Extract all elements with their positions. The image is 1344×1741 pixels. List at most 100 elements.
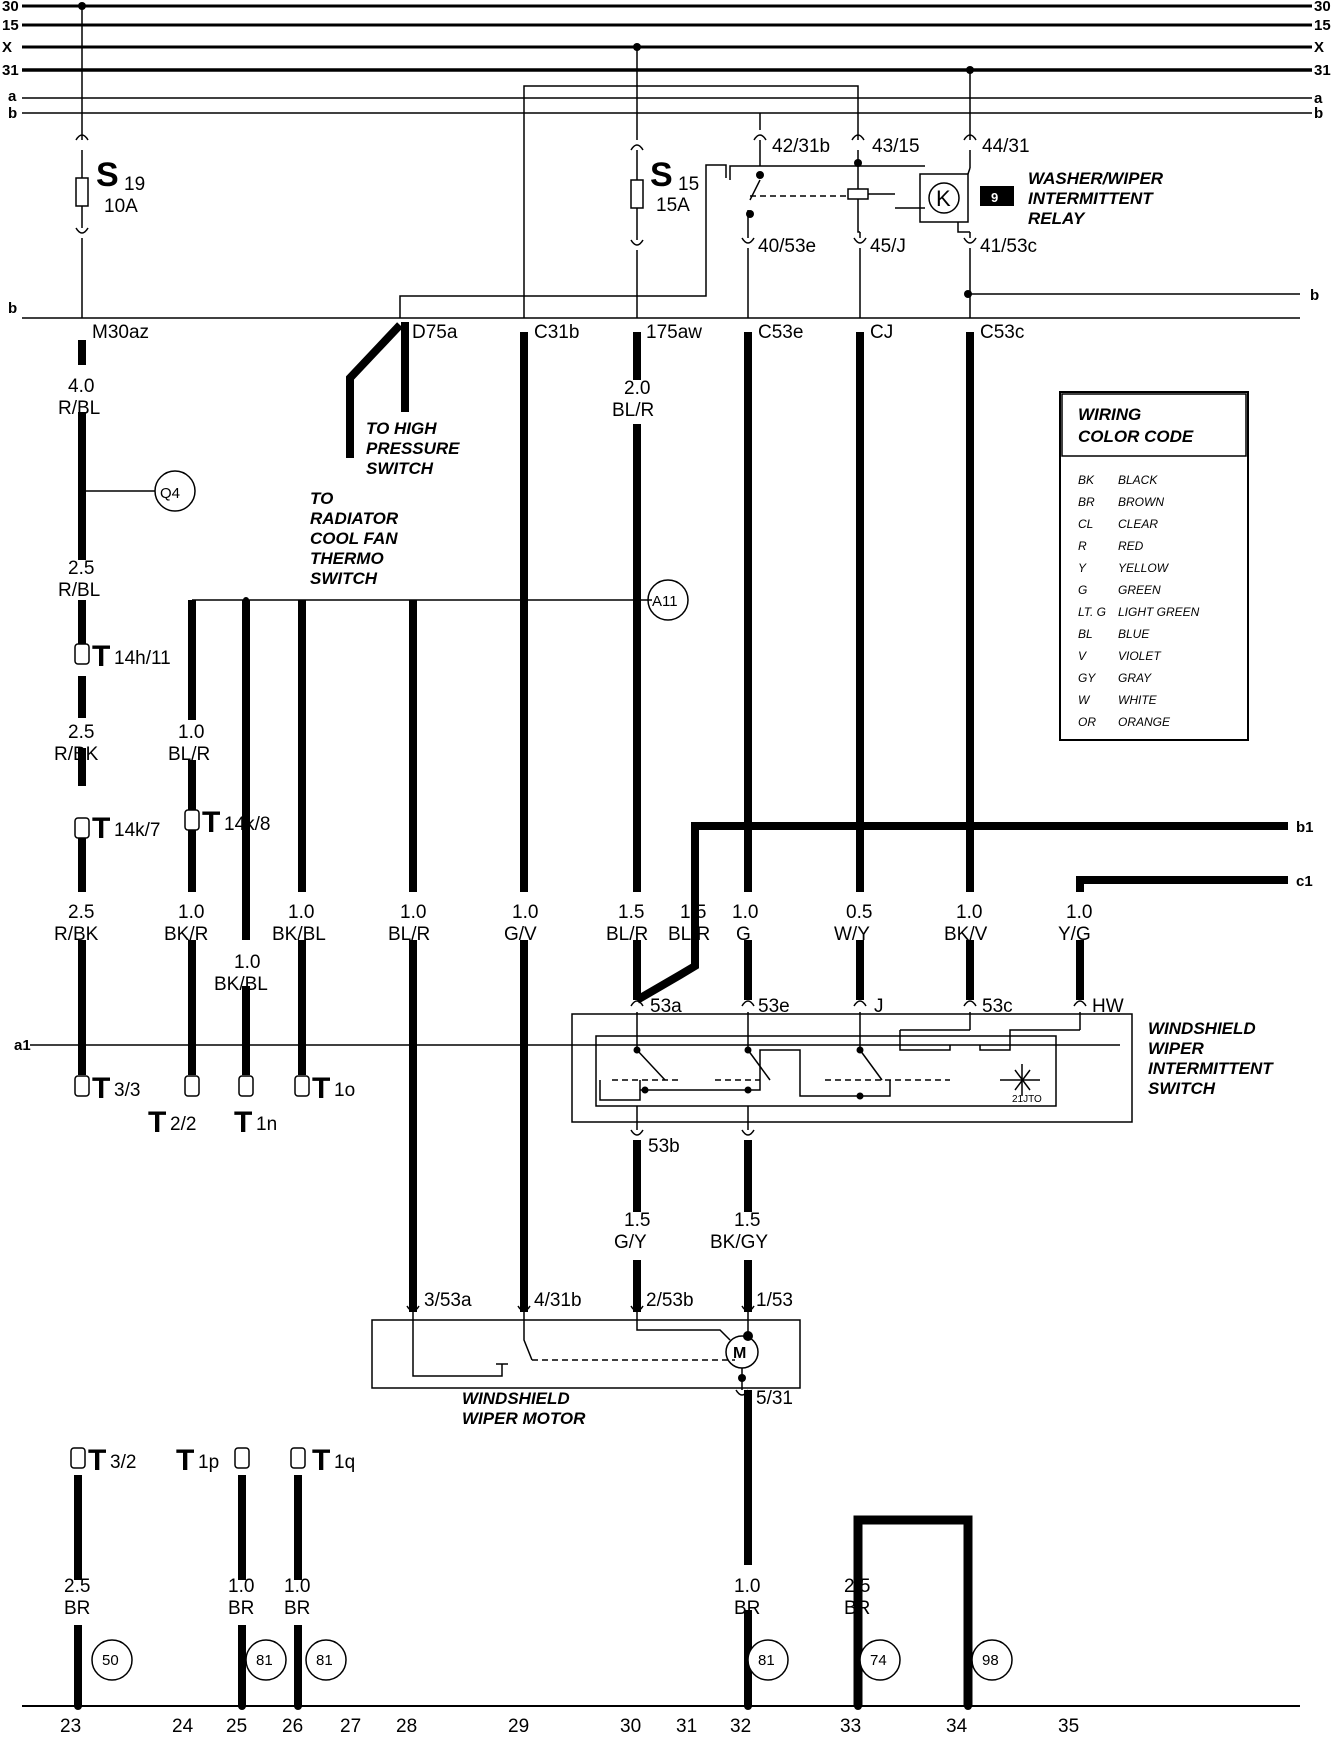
grid-number: 31 — [676, 1716, 697, 1736]
fuse-s19-num: 19 — [124, 174, 145, 195]
motor-pin-4-31b: 4/31b — [534, 1290, 582, 1311]
wire-label-color: G — [736, 924, 751, 945]
switch-code: 21JTO — [1012, 1094, 1042, 1105]
connector-sub: 14k/8 — [224, 814, 270, 835]
connector-sub: 3/3 — [114, 1080, 140, 1101]
fuse-s15 — [630, 47, 644, 318]
relay-title-2: INTERMITTENT — [1028, 189, 1154, 208]
connector-sub: 1q — [334, 1452, 355, 1473]
connector-letter: T — [148, 1106, 166, 1139]
connector-letter: T — [202, 806, 220, 839]
bus-label-b: b — [8, 105, 17, 122]
bus-label-30: 30 — [2, 0, 19, 15]
grid-number: 25 — [226, 1716, 247, 1736]
ground-circles — [91, 1639, 1013, 1681]
connector-letter: T — [176, 1444, 194, 1477]
wire-label-size: 1.0 — [400, 902, 426, 923]
wire-label-color: R/BK — [54, 744, 99, 765]
bus-lines — [22, 4, 1312, 319]
connector-sub: 1n — [256, 1114, 277, 1135]
relay-number-box — [980, 186, 1014, 206]
wire-label-size: 2.5 — [844, 1576, 870, 1597]
legend-code: LT. G — [1078, 605, 1106, 619]
wire-label-color: G/V — [504, 924, 537, 945]
wire-label-color: R/BL — [58, 398, 100, 419]
relay-pin-41-53c: 41/53c — [980, 236, 1037, 257]
grid-number: 29 — [508, 1716, 529, 1736]
connection-labels: M30az D75a C31b 175aw C53e CJ C53c — [92, 322, 1024, 343]
bus-label-x: X — [2, 39, 12, 56]
bus-label-a-right: a — [1314, 90, 1323, 107]
wire-label-color: BR — [844, 1598, 870, 1619]
grid-number: 24 — [172, 1716, 194, 1736]
relay-pin-43-15: 43/15 — [872, 136, 920, 157]
wire-label-size: 2.5 — [64, 1576, 90, 1597]
bus-label-a1: a1 — [14, 1037, 31, 1054]
legend-code: R — [1078, 539, 1087, 553]
ground-ref: 50 — [102, 1652, 119, 1669]
connector-sub: 1o — [334, 1080, 355, 1101]
bus-label-a: a — [8, 88, 17, 105]
legend-name: BLACK — [1118, 473, 1158, 487]
wire-labels: 4.0 R/BL 2.5 R/BL 2.5 R/BK 1.0 BL/R 2.5 … — [54, 376, 1092, 1619]
grid-number: 27 — [340, 1716, 361, 1736]
connector-letter: T — [92, 812, 110, 845]
conn-d75a: D75a — [412, 322, 458, 343]
wire-label-size: 1.0 — [512, 902, 538, 923]
legend-name: ORANGE — [1118, 715, 1171, 729]
switch-pin-hw: HW — [1092, 996, 1124, 1017]
conn-cj: CJ — [870, 322, 893, 343]
bus-labels: 30 15 X 31 a b 30 15 X 31 a b b b — [2, 0, 1331, 317]
switch-title-1: WINDSHIELD — [1148, 1019, 1256, 1038]
switch-b-lines — [633, 1140, 752, 1150]
ground-ref: 74 — [870, 1652, 887, 1669]
legend-name: LIGHT GREEN — [1118, 605, 1200, 619]
wire-label-color: BL/R — [612, 400, 654, 421]
motor-pin-2-53b: 2/53b — [646, 1290, 694, 1311]
fuse-s15-letter: S — [650, 156, 673, 194]
legend-name: VIOLET — [1118, 649, 1162, 663]
legend-name: CLEAR — [1118, 517, 1158, 531]
grid-number: 26 — [282, 1716, 303, 1736]
motor-m-symbol: M — [733, 1345, 746, 1362]
fuse-s15-num: 15 — [678, 174, 699, 195]
wire-label-color: BR — [284, 1598, 310, 1619]
connector-sub: 14h/11 — [114, 648, 171, 669]
legend-code: BK — [1078, 473, 1095, 487]
wire-label-size: 2.5 — [68, 902, 94, 923]
ref-lines — [82, 470, 689, 621]
connector-sub: 1p — [198, 1452, 219, 1473]
relay-wiring — [399, 70, 1300, 318]
legend-name: GREEN — [1118, 583, 1161, 597]
wire-label-color: BR — [228, 1598, 254, 1619]
wire-label-size: 2.0 — [624, 378, 650, 399]
legend-code: G — [1078, 583, 1087, 597]
wire-label-size: 4.0 — [68, 376, 94, 397]
relay-number: 9 — [991, 190, 998, 205]
legend-code: BR — [1078, 495, 1095, 509]
wire-label-color: R/BL — [58, 580, 100, 601]
switch-dots — [633, 1046, 864, 1100]
wire-label-color: BR — [734, 1598, 760, 1619]
fuse-s15-rating: 15A — [656, 195, 690, 216]
grid-numbers: 23 24 25 26 27 28 29 30 31 32 33 34 35 — [60, 1716, 1079, 1737]
legend-code: GY — [1078, 671, 1096, 685]
legend-name: YELLOW — [1118, 561, 1170, 575]
relay-pin-45-j: 45/J — [870, 236, 906, 257]
note-radiator-2: RADIATOR — [310, 509, 399, 528]
thick-wires — [74, 332, 1288, 1706]
wire-label-color: BK/V — [944, 924, 988, 945]
ref-a11: A11 — [652, 593, 678, 610]
switch-title-3: INTERMITTENT — [1148, 1059, 1274, 1078]
wire-label-color: BL/R — [388, 924, 430, 945]
grid-number: 33 — [840, 1716, 861, 1736]
wire-label-size: 0.5 — [846, 902, 872, 923]
wire-label-color: BK/BL — [214, 974, 268, 995]
bus-label-15: 15 — [2, 17, 19, 34]
bus-label-x-right: X — [1314, 39, 1324, 56]
wire-label-size: 1.0 — [288, 902, 314, 923]
bus-label-b-right: b — [1314, 105, 1323, 122]
connector-letter: T — [92, 1072, 110, 1105]
connector-letter: T — [92, 640, 110, 673]
legend-code: V — [1078, 649, 1087, 663]
